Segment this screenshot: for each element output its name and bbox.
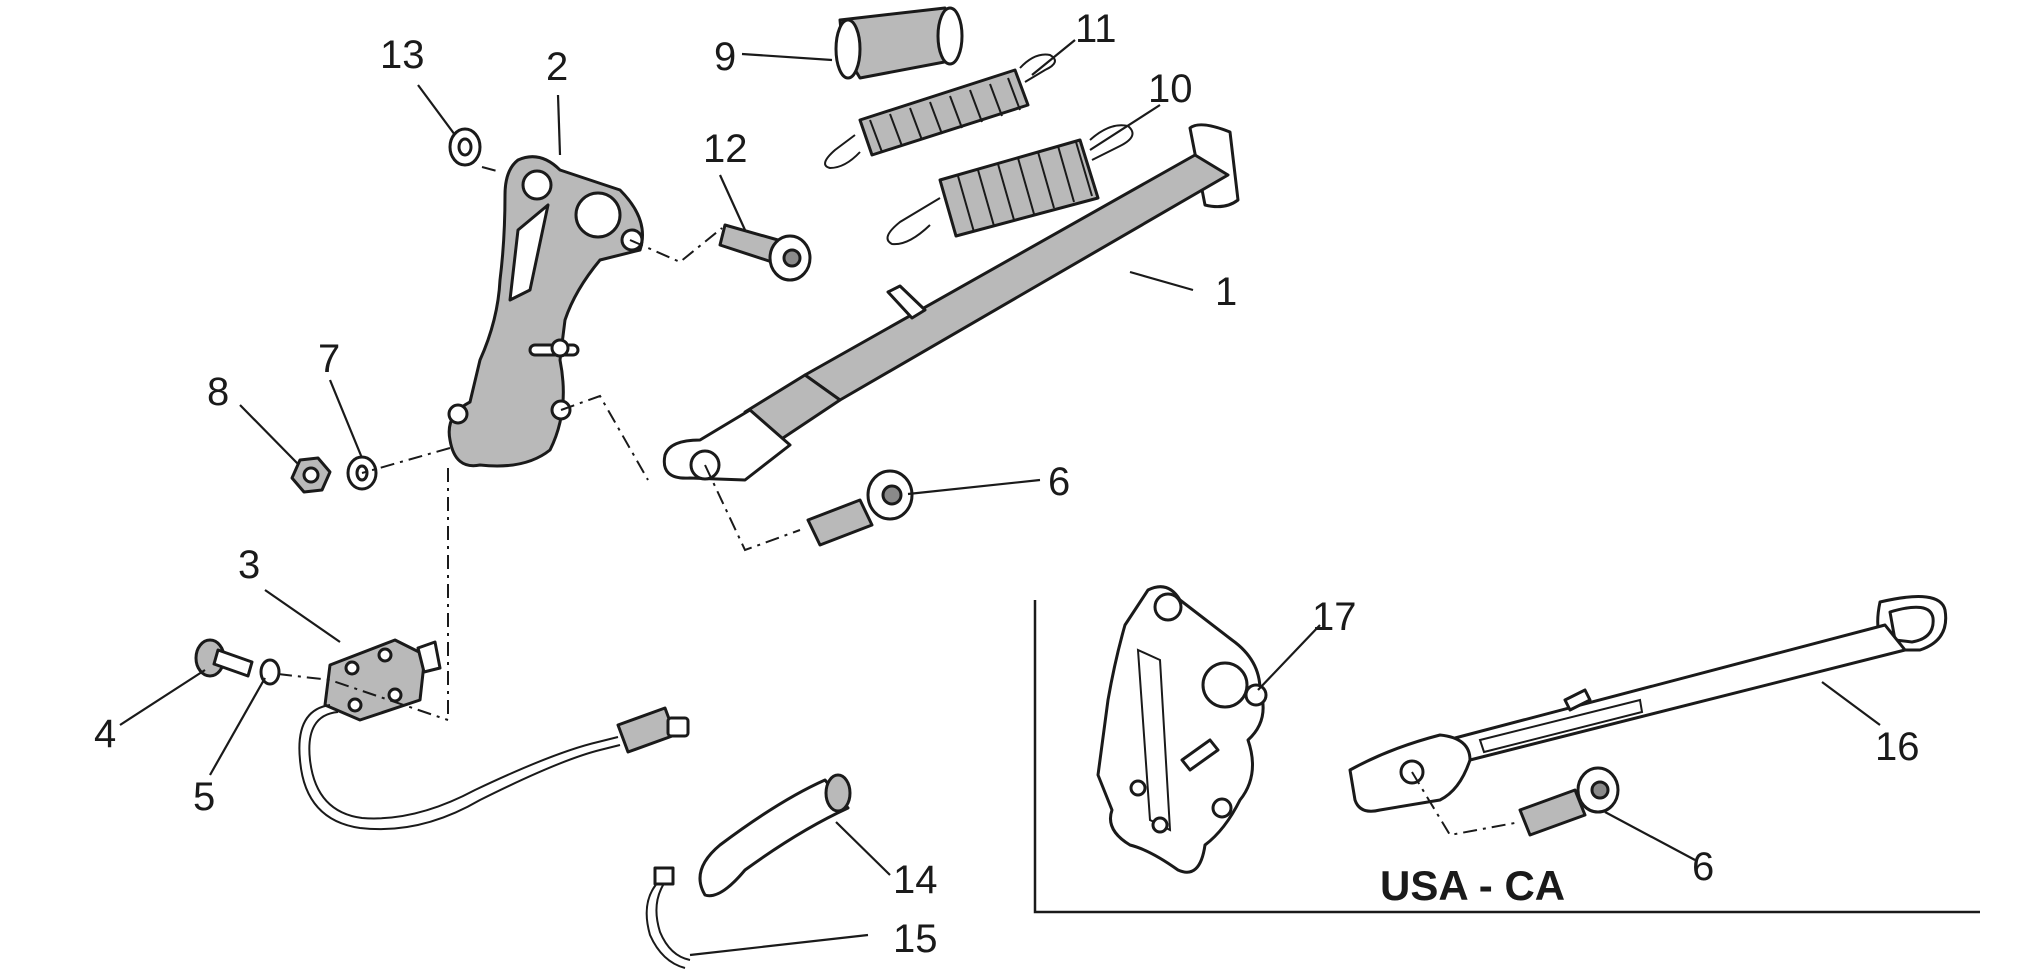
part-1-side-stand bbox=[662, 123, 1240, 482]
callout-16: 16 bbox=[1875, 725, 1920, 769]
callout-12: 12 bbox=[703, 127, 748, 171]
part-17-bracket bbox=[1096, 585, 1268, 874]
callout-17: 17 bbox=[1312, 595, 1357, 639]
callout-15: 15 bbox=[893, 917, 938, 961]
callout-7: 7 bbox=[318, 337, 340, 381]
assembly-lines bbox=[277, 166, 801, 721]
callout-4: 4 bbox=[94, 712, 116, 756]
part-14-sleeve bbox=[698, 773, 852, 898]
region-label: USA - CA bbox=[1380, 862, 1565, 909]
part-6-pivot-bolt-lower bbox=[1518, 766, 1620, 837]
part-8-nut bbox=[290, 456, 332, 494]
callout-3: 3 bbox=[238, 543, 260, 587]
part-5-washer bbox=[259, 658, 281, 686]
callout-11: 11 bbox=[1075, 7, 1117, 51]
callout-5: 5 bbox=[193, 775, 215, 819]
part-9-spacer-tube bbox=[834, 6, 964, 80]
leader-lines bbox=[119, 39, 1881, 957]
part-3-switch bbox=[323, 638, 442, 722]
part-4-screw bbox=[194, 638, 254, 678]
part-2-bracket bbox=[447, 155, 644, 468]
part-15-cable-tie bbox=[645, 866, 691, 969]
callout-labels: 1 2 3 4 5 6 7 8 9 10 11 12 13 14 15 16 6… bbox=[94, 7, 1920, 961]
part-11-small-spring bbox=[824, 53, 1056, 170]
callout-10: 10 bbox=[1148, 67, 1193, 111]
callout-1: 1 bbox=[1215, 270, 1237, 314]
part-13-washer bbox=[448, 127, 482, 167]
part-16-side-stand bbox=[1348, 595, 1948, 813]
callout-8: 8 bbox=[207, 370, 229, 414]
callout-6-upper: 6 bbox=[1048, 460, 1070, 504]
part-6-pivot-bolt-upper bbox=[806, 469, 914, 547]
part-12-bolt bbox=[718, 223, 812, 282]
callout-6-lower: 6 bbox=[1692, 845, 1714, 889]
callout-9: 9 bbox=[714, 35, 736, 79]
switch-cable bbox=[298, 704, 690, 831]
callout-14: 14 bbox=[893, 858, 938, 902]
callout-13: 13 bbox=[380, 33, 425, 77]
callout-2: 2 bbox=[546, 45, 568, 89]
usa-ca-inset bbox=[1033, 585, 1980, 914]
